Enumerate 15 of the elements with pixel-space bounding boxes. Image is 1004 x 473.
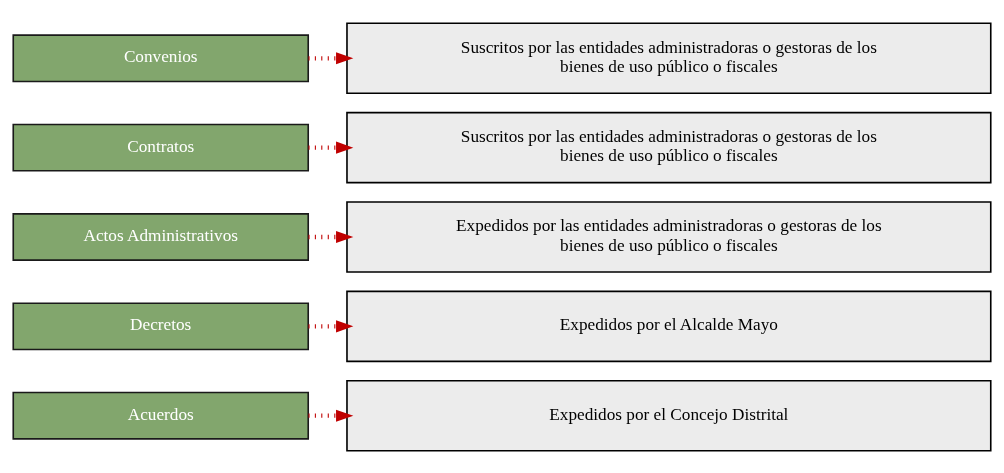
node-box: Contratos bbox=[12, 123, 310, 172]
arrow bbox=[308, 230, 354, 243]
node-box: Actos Administrativos bbox=[12, 212, 310, 261]
node-box: Expedidos por el Alcalde Mayo bbox=[346, 290, 992, 362]
arrow bbox=[308, 409, 354, 422]
arrow bbox=[308, 319, 354, 332]
node-box: Suscritos por las entidades administradoras o gestoras de los bienes de uso público o fiscales bbox=[346, 22, 992, 94]
node-box: Expedidos por las entidades administradoras o gestoras de los bienes de uso público o fiscales bbox=[346, 200, 992, 273]
node-box: Expedidos por el Concejo Distrital bbox=[346, 379, 992, 451]
node-box: Suscritos por las entidades administradoras o gestoras de los bienes de uso público o fiscales bbox=[346, 111, 992, 183]
node-box: Convenios bbox=[12, 33, 310, 82]
arrow bbox=[308, 51, 354, 64]
node-box: Decretos bbox=[12, 301, 310, 350]
node-box: Acuerdos bbox=[12, 391, 310, 440]
arrow bbox=[308, 141, 354, 154]
